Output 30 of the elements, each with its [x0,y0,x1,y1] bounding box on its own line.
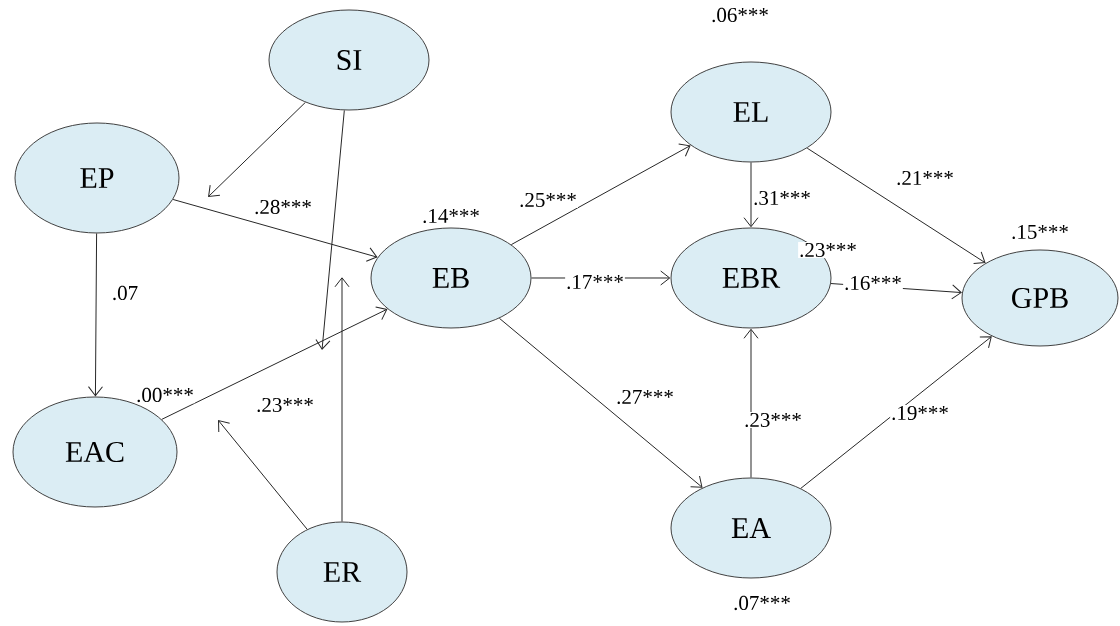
path-coefficient: .27*** [615,388,675,406]
arrow [172,199,378,262]
arrow [315,109,345,350]
path-coefficient: .25*** [518,191,578,209]
arrow [806,147,986,265]
path-coefficient: .23*** [743,411,803,429]
r-squared-label: .15*** [1010,223,1070,241]
arrow [743,328,759,478]
path-coefficient: .28*** [253,198,313,216]
r-squared-label: .06*** [710,6,770,24]
path-coefficient: .16*** [843,274,903,292]
r-squared-label: .14*** [421,207,481,225]
arrow [334,277,350,522]
r-squared-label: .23*** [798,241,858,259]
arrow [800,336,992,489]
r-squared-label: .00*** [135,386,195,404]
path-coefficient: .19*** [890,404,950,422]
arrow [498,317,703,488]
path-coefficient: .21*** [895,169,955,187]
arrow [161,306,388,420]
path-coefficient: .23*** [255,396,315,414]
arrow [88,233,103,397]
arrow [218,420,308,530]
arrow [743,162,759,228]
arrow [208,101,306,197]
path-coefficient: .07 [110,284,140,302]
path-coefficient: .17*** [565,273,625,291]
r-squared-label: .07*** [732,594,792,612]
arrow [510,143,691,246]
path-coefficient: .31*** [752,189,812,207]
